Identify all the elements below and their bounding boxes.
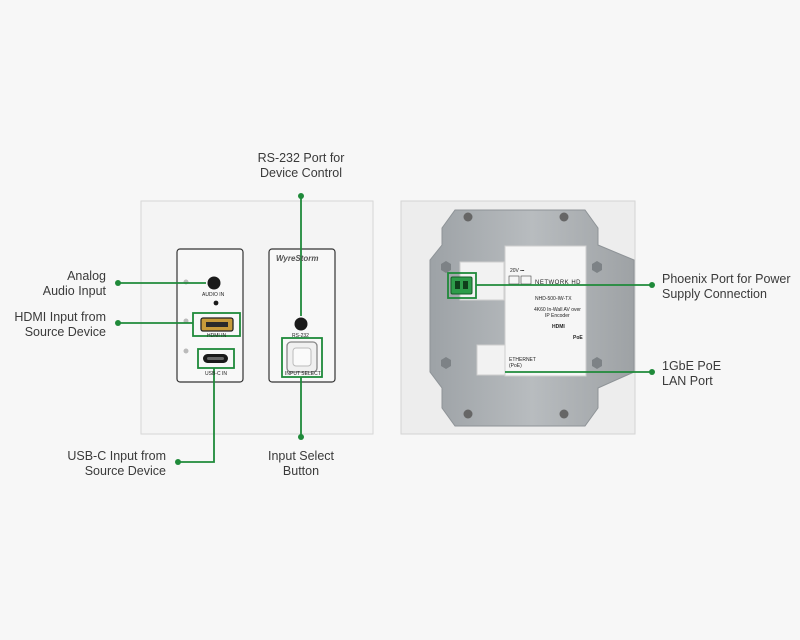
ethernet-label: ETHERNET [509, 357, 536, 363]
product-label [504, 245, 587, 377]
input-select-leader-dot [298, 434, 304, 440]
hdmi-highlight-box [192, 312, 241, 337]
callout-hdmi-line2: Source Device [24, 325, 106, 339]
callout-lan: 1GbE PoE LAN Port [662, 359, 782, 389]
callout-analog-audio-line1: Analog [67, 269, 106, 283]
front-wall-plate [140, 200, 374, 435]
callout-lan-line2: LAN Port [662, 374, 713, 388]
callout-input-select-line1: Input Select [267, 449, 334, 463]
voltage-terminal-icon [520, 275, 532, 285]
rs232-leader-dot [298, 193, 304, 199]
usbc-highlight-box [197, 348, 235, 369]
usbc-led [183, 348, 189, 354]
voltage-terminal-icon [508, 275, 520, 285]
screw-icon [559, 212, 569, 222]
audio-leader-dot [115, 280, 121, 286]
desc-line-1: 4K60 In-Wall AV over [534, 307, 581, 313]
rs232-label: RS-232 [292, 333, 309, 339]
screw-icon [559, 409, 569, 419]
callout-rs232: RS-232 Port for Device Control [241, 151, 361, 181]
callout-leaders [118, 196, 652, 463]
back-brand-logo: NETWORK HD [535, 280, 581, 286]
callout-rs232-line1: RS-232 Port for [257, 151, 345, 165]
audio-jack-icon [207, 276, 221, 290]
enclosure-block-bottom [476, 344, 506, 376]
callout-input-select: Input Select Button [251, 449, 351, 479]
bracket-nut-icon [592, 357, 602, 369]
callout-phoenix: Phoenix Port for Power Supply Connection [662, 272, 798, 302]
bracket-nut-icon [441, 261, 451, 273]
rs232-jack-icon [294, 317, 308, 331]
phoenix-connector-icon [450, 276, 473, 295]
voltage-label: 20V ⎓ [510, 268, 525, 274]
bracket-nut-icon [441, 357, 451, 369]
input-select-highlight-box [281, 337, 323, 378]
usbc-leader-dot [175, 459, 181, 465]
front-right-module [268, 248, 336, 383]
callout-input-select-line2: Button [282, 464, 320, 478]
phoenix-leader-dot [649, 282, 655, 288]
hdmi-logo: HDMI [552, 324, 565, 330]
usbc-leader [178, 368, 215, 463]
bracket-nut-icon [592, 261, 602, 273]
desc-line-2: IP Encoder [545, 313, 570, 319]
brand-logo: WyreStorm [276, 254, 319, 263]
phoenix-pin [455, 281, 460, 289]
hdmi-in-label: HDMI IN [207, 333, 227, 339]
input-select-label: INPUT SELECT [285, 371, 321, 377]
callout-phoenix-line1: Phoenix Port for Power [662, 272, 791, 286]
usbc-port-slot [207, 357, 224, 360]
hdmi-port-slot [206, 322, 228, 327]
lan-leader-dot [649, 369, 655, 375]
input-select-button-face [292, 347, 312, 367]
screw-icon [463, 212, 473, 222]
screw-icon [463, 409, 473, 419]
callout-usbc-line2: Source Device [84, 464, 166, 478]
callout-analog-audio: Analog Audio Input [0, 269, 106, 299]
model-label: NHD-500-IW-TX [535, 296, 572, 302]
callout-usbc-line1: USB-C Input from [67, 449, 166, 463]
callout-hdmi: HDMI Input from Source Device [0, 310, 106, 340]
callout-hdmi-line1: HDMI Input from [14, 310, 106, 324]
callout-lan-line1: 1GbE PoE [662, 359, 722, 373]
audio-in-label: AUDIO IN [202, 292, 225, 298]
callout-phoenix-line2: Supply Connection [662, 287, 767, 301]
ethernet-poe-label: (PoE) [509, 363, 522, 369]
audio-indicator [213, 300, 219, 306]
hdmi-leader-dot [115, 320, 121, 326]
usbc-in-label: USB-C IN [205, 371, 227, 377]
callout-rs232-line2: Device Control [260, 166, 342, 180]
callout-usbc: USB-C Input from Source Device [30, 449, 166, 479]
callout-analog-audio-line2: Audio Input [42, 284, 106, 298]
phoenix-pin [463, 281, 468, 289]
poe-logo: PoE [573, 335, 583, 341]
